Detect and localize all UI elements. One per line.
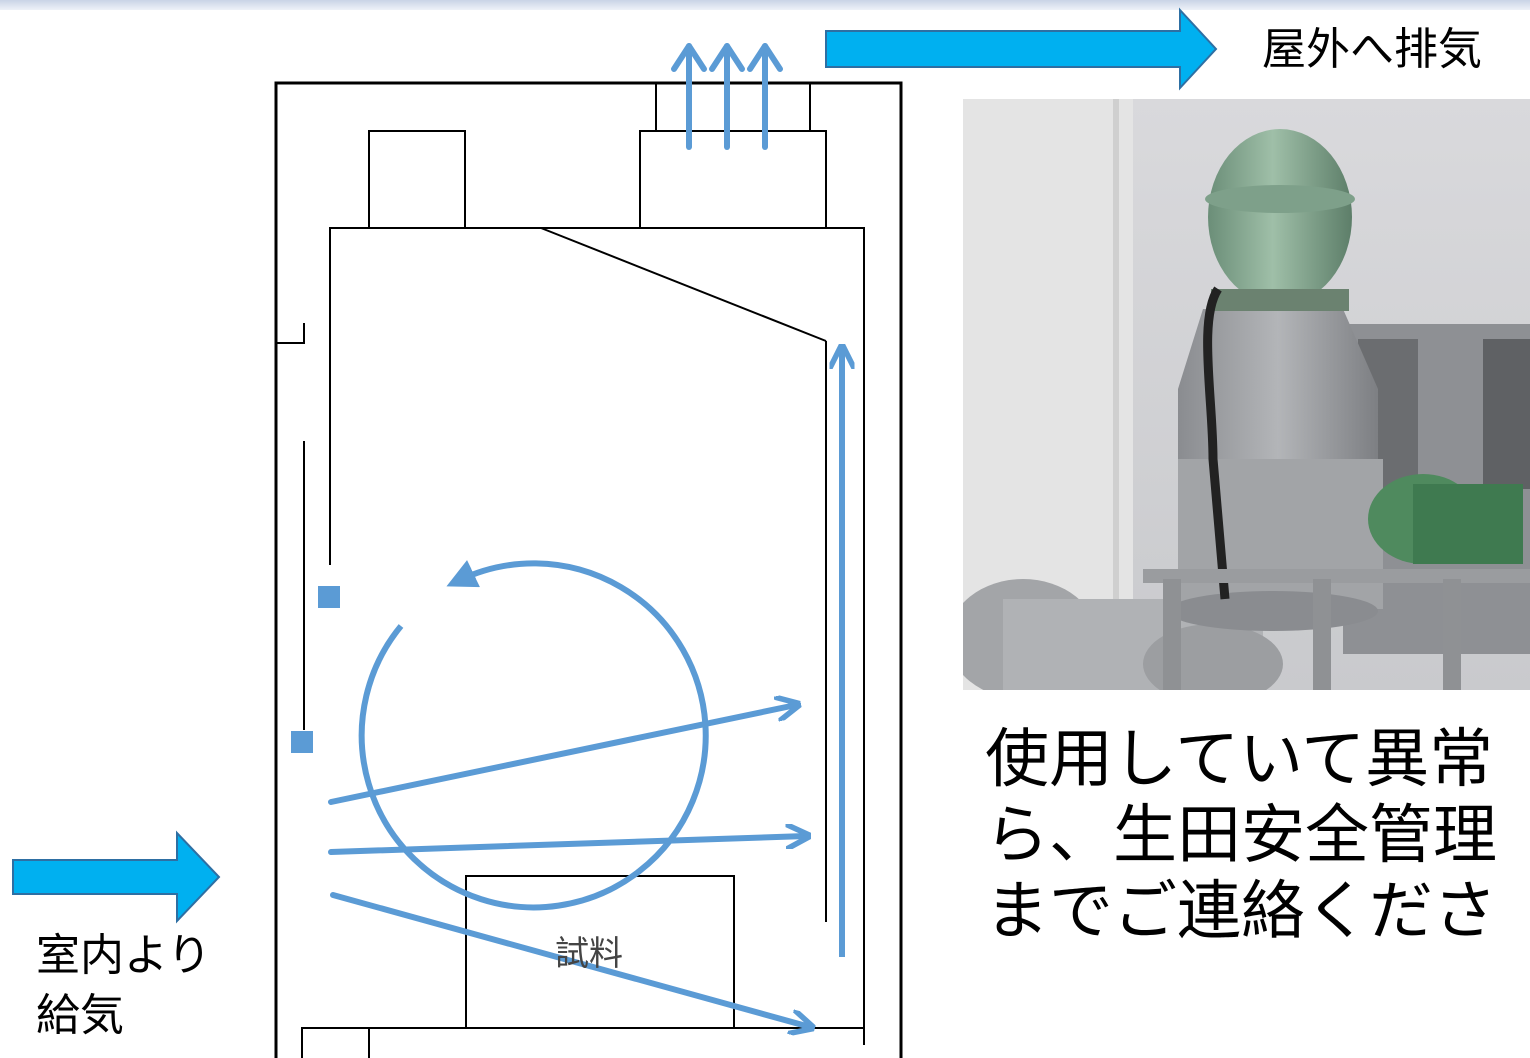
contact-notice-text: 使用していて異常 ら、生田安全管理 までご連絡くださ [985, 723, 1497, 949]
sensor-square [318, 586, 340, 608]
sensor-square [291, 731, 313, 753]
exhaust-duct-arrow [825, 7, 1218, 91]
exhaust-to-outdoors-label: 屋外へ排気 [1262, 24, 1482, 75]
supply-from-room-label: 室内より 給気 [36, 930, 212, 1041]
exhaust-flow-arrows [671, 43, 783, 150]
hood-outline [274, 81, 903, 1058]
vortex-arrow [358, 560, 709, 911]
supply-duct-arrow [12, 830, 221, 924]
hood-inner-structure [276, 83, 865, 1058]
top-band [0, 0, 1530, 10]
inflow-arrows [328, 705, 810, 1027]
sample-label: 試料 [555, 934, 623, 974]
exhaust-fan-photo [963, 99, 1530, 690]
